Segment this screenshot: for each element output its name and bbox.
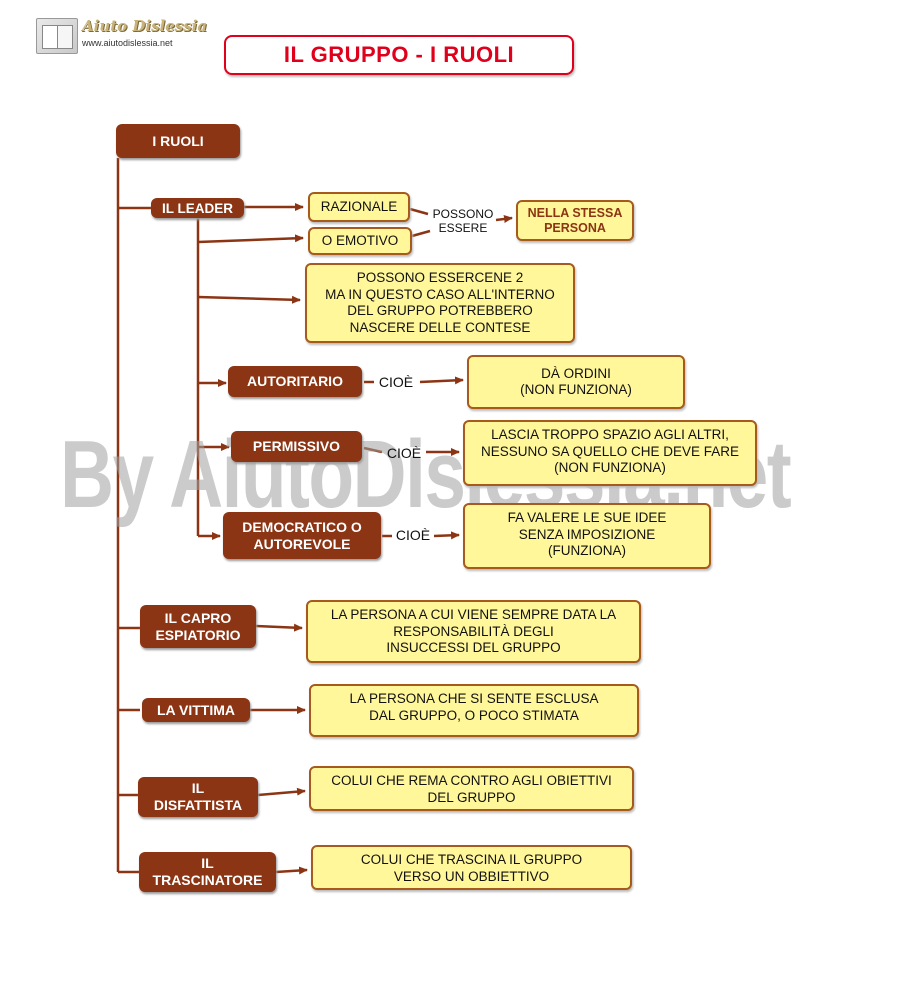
root-node: I RUOLI [116,124,240,158]
connector-cioe-1: CIOÈ [378,374,414,390]
role-defeatist-node: IL DISFATTISTA [138,777,258,817]
role-leader-puller-desc: COLUI CHE TRASCINA IL GRUPPO VERSO UN OB… [311,845,632,890]
style-permissive-node: PERMISSIVO [231,431,362,462]
leader-type-emotional: O EMOTIVO [308,227,412,255]
book-icon [36,18,78,54]
leader-note-box: POSSONO ESSERCENE 2 MA IN QUESTO CASO AL… [305,263,575,343]
style-democratic-desc: FA VALERE LE SUE IDEE SENZA IMPOSIZIONE … [463,503,711,569]
site-logo[interactable]: Aiuto Dislessia www.aiutodislessia.net [36,16,207,56]
leader-node: IL LEADER [151,198,244,218]
same-person-box: NELLA STESSA PERSONA [516,200,634,241]
role-victim-desc: LA PERSONA CHE SI SENTE ESCLUSA DAL GRUP… [309,684,639,737]
connector-cioe-3: CIOÈ [395,527,431,543]
role-scapegoat-desc: LA PERSONA A CUI VIENE SEMPRE DATA LA RE… [306,600,641,663]
role-defeatist-desc: COLUI CHE REMA CONTRO AGLI OBIETTIVI DEL… [309,766,634,811]
style-permissive-desc: LASCIA TROPPO SPAZIO AGLI ALTRI, NESSUNO… [463,420,757,486]
connector-cioe-2: CIOÈ [386,445,422,461]
page-title: IL GRUPPO - I RUOLI [224,35,574,75]
logo-url: www.aiutodislessia.net [82,38,173,48]
leader-type-rational: RAZIONALE [308,192,410,222]
style-democratic-node: DEMOCRATICO O AUTOREVOLE [223,512,381,559]
logo-name: Aiuto Dislessia [82,17,208,35]
style-authoritarian-desc: DÀ ORDINI (NON FUNZIONA) [467,355,685,409]
connector-possono-essere: POSSONO ESSERE [432,207,494,235]
style-authoritarian-node: AUTORITARIO [228,366,362,397]
role-leader-puller-node: IL TRASCINATORE [139,852,276,892]
role-victim-node: LA VITTIMA [142,698,250,722]
role-scapegoat-node: IL CAPRO ESPIATORIO [140,605,256,648]
